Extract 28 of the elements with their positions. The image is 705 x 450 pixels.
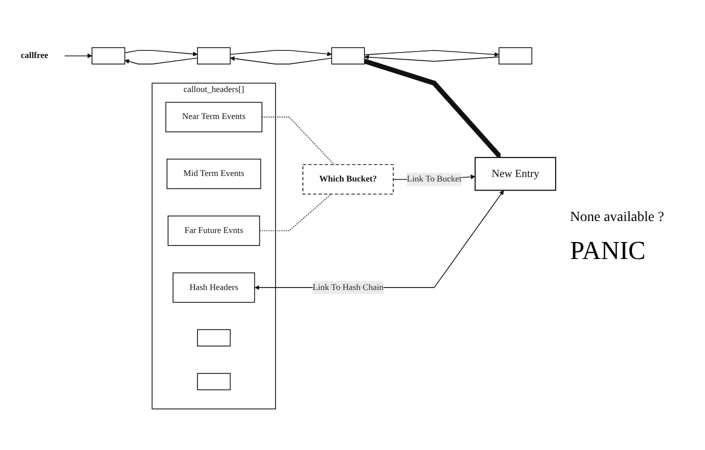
node-box: Near Term Events (165, 102, 262, 132)
note-text: PANIC (570, 236, 647, 266)
arrow (124, 50, 198, 56)
arrow (364, 50, 500, 57)
edge-label: Link To Hash Chain (312, 282, 384, 292)
node-text: callfree (20, 50, 48, 60)
connector (259, 194, 332, 232)
arrow (254, 190, 504, 290)
node-box (197, 47, 231, 64)
edge-label: Link To Bucket (406, 174, 462, 184)
arrow (364, 54, 500, 62)
arrow (230, 56, 332, 64)
arrow (230, 50, 332, 56)
arrow (364, 58, 502, 158)
node-box (197, 329, 231, 346)
node-box (197, 372, 231, 390)
node-box: Which Bucket? (302, 164, 394, 195)
arrow (64, 53, 92, 58)
node-box: New Entry (474, 156, 556, 191)
node-box: Hash Headers (172, 272, 256, 303)
node-box (498, 47, 532, 64)
node-box: Far Future Evnts (168, 216, 260, 246)
node-box: Mid Term Events (166, 158, 262, 190)
arrow (124, 58, 198, 64)
node-box (331, 47, 365, 64)
note-text: None available ? (570, 210, 666, 226)
connector (261, 116, 335, 166)
node-box (92, 47, 126, 64)
